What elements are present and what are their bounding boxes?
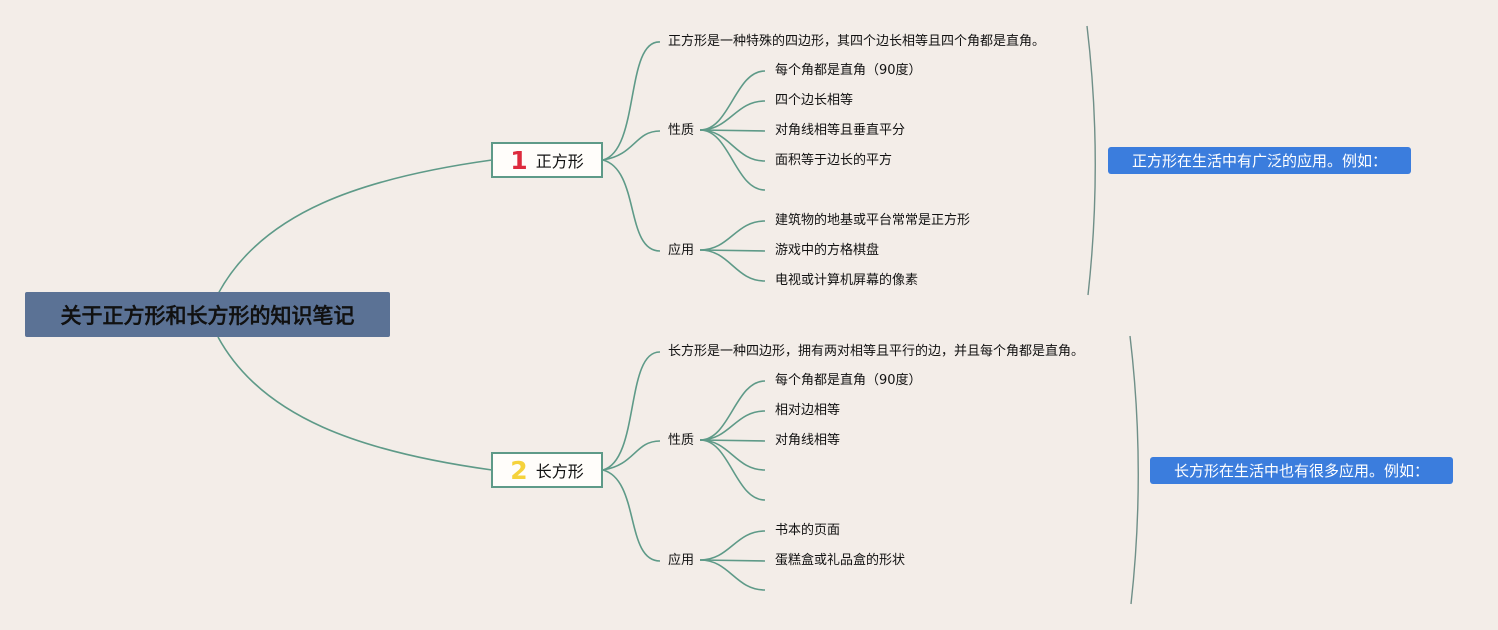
square-application-item[interactable]: 建筑物的地基或平台常常是正方形 — [775, 213, 971, 228]
branch-rectangle-label: 长方形 — [535, 462, 584, 481]
square-property-item[interactable]: 四个边长相等 — [775, 93, 854, 108]
link-root-square — [217, 159, 493, 295]
link-square-definition — [602, 41, 661, 161]
bracket-rectangle — [1129, 335, 1139, 605]
square-definition[interactable]: 正方形是一种特殊的四边形，其四个边长相等且四个角都是直角。 — [668, 34, 1046, 49]
rectangle-property-item[interactable]: 相对边相等 — [775, 403, 841, 418]
link-rectangle-properties — [602, 440, 661, 471]
rectangle-summary-text: 长方形在生活中也有很多应用。例如： — [1173, 462, 1429, 480]
rectangle-definition[interactable]: 长方形是一种四边形，拥有两对相等且平行的边，并且每个角都是直角。 — [668, 344, 1085, 359]
rectangle-summary-callout[interactable]: 长方形在生活中也有很多应用。例如： — [1150, 457, 1453, 484]
rectangle-applications-label[interactable]: 应用 — [668, 553, 695, 568]
branch-square[interactable]: 1 正方形 — [491, 142, 603, 178]
branch-rectangle[interactable]: 2 长方形 — [491, 452, 603, 488]
rectangle-properties-label[interactable]: 性质 — [668, 433, 695, 448]
branch-square-label: 正方形 — [535, 152, 584, 171]
link-root-rectangle — [217, 336, 493, 471]
rectangle-application-item[interactable]: 书本的页面 — [775, 523, 841, 538]
number-2-icon: 2 — [510, 455, 528, 485]
number-1-icon: 1 — [510, 145, 528, 175]
square-property-item[interactable]: 面积等于边长的平方 — [775, 153, 893, 168]
square-summary-text: 正方形在生活中有广泛的应用。例如： — [1131, 152, 1387, 170]
root-topic[interactable]: 关于正方形和长方形的知识笔记 — [25, 292, 390, 337]
bracket-square — [1086, 25, 1096, 296]
link-rectangle-applications — [602, 469, 661, 562]
rectangle-property-item[interactable]: 对角线相等 — [775, 433, 841, 448]
square-summary-callout[interactable]: 正方形在生活中有广泛的应用。例如： — [1108, 147, 1411, 174]
rectangle-property-item[interactable]: 每个角都是直角（90度） — [775, 373, 922, 388]
square-property-item[interactable]: 对角线相等且垂直平分 — [775, 123, 906, 138]
square-application-item[interactable]: 电视或计算机屏幕的像素 — [775, 273, 919, 288]
root-title: 关于正方形和长方形的知识笔记 — [60, 303, 355, 328]
square-application-item[interactable]: 游戏中的方格棋盘 — [775, 243, 880, 258]
link-square-properties — [602, 130, 661, 161]
rectangle-application-item[interactable]: 蛋糕盒或礼品盒的形状 — [775, 553, 906, 568]
square-property-item[interactable]: 每个角都是直角（90度） — [775, 63, 922, 78]
square-properties-label[interactable]: 性质 — [668, 123, 695, 138]
square-applications-label[interactable]: 应用 — [668, 243, 695, 258]
link-square-applications — [602, 159, 661, 252]
link-rectangle-definition — [602, 351, 661, 471]
